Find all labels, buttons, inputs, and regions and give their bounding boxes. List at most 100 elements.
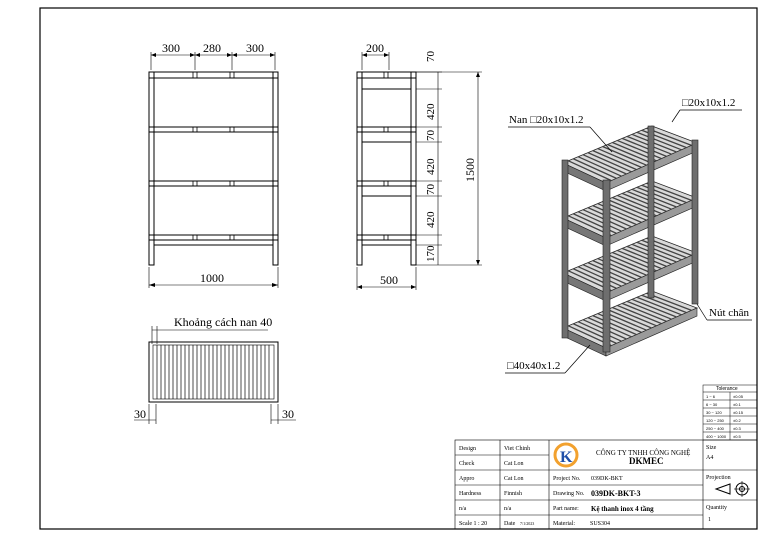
quantity-value: 1 bbox=[708, 517, 711, 523]
title-block bbox=[454, 439, 758, 530]
drawing-label: Drawing No. bbox=[553, 491, 585, 497]
tolerance-value: ±0.2 bbox=[733, 418, 742, 423]
iso-slat bbox=[636, 186, 682, 206]
iso-shelf bbox=[562, 125, 699, 192]
iso-slat bbox=[592, 260, 637, 281]
project-value: 039DK-BKT bbox=[591, 476, 623, 482]
plan-slats bbox=[156, 345, 270, 399]
iso-slat bbox=[621, 192, 667, 213]
na-1: n/a bbox=[459, 506, 467, 512]
dim-front-280: 280 bbox=[203, 41, 221, 55]
plan-view bbox=[134, 326, 296, 424]
tolerance-value: ±0.05 bbox=[733, 394, 744, 399]
part-value: Kệ thanh inox 4 tầng bbox=[591, 505, 654, 513]
check-value: Cat Lon bbox=[504, 461, 524, 467]
iso-slat bbox=[621, 247, 667, 268]
company-line2: DKMEC bbox=[629, 456, 664, 466]
drawing-value: 039DK-BKT-3 bbox=[591, 489, 641, 498]
dim-front-300-right: 300 bbox=[246, 41, 264, 55]
tolerance-table bbox=[702, 384, 758, 441]
iso-slat bbox=[636, 131, 682, 151]
check-label: Check bbox=[459, 461, 474, 467]
dkmec-logo-icon: K bbox=[553, 442, 579, 468]
iso-slat bbox=[607, 198, 652, 219]
dim-side-70-b: 70 bbox=[425, 130, 437, 142]
date-label: Date bbox=[504, 521, 516, 527]
design-value: Viet Chinh bbox=[504, 446, 530, 452]
tolerance-range: 120 ~ 250 bbox=[706, 418, 725, 423]
dim-side-70-c: 70 bbox=[425, 184, 437, 196]
projection-label: Projection bbox=[706, 475, 731, 481]
callout-frame: □20x10x1.2 bbox=[682, 97, 735, 109]
hardness-label: Hardness bbox=[459, 491, 482, 497]
na-2: n/a bbox=[504, 506, 512, 512]
tolerance-range: 30 ~ 120 bbox=[706, 410, 722, 415]
iso-slat bbox=[582, 154, 627, 175]
iso-posts bbox=[561, 125, 699, 353]
iso-slat bbox=[568, 160, 612, 182]
dim-side-70-a: 70 bbox=[425, 51, 437, 63]
iso-shelf bbox=[562, 180, 699, 247]
tolerance-value: ±0.5 bbox=[733, 434, 742, 439]
size-label: Size bbox=[706, 445, 717, 451]
dim-side-420-b: 420 bbox=[425, 158, 437, 175]
iso-shelf bbox=[562, 235, 699, 302]
iso-slat bbox=[621, 302, 667, 323]
iso-slat bbox=[592, 205, 637, 226]
dim-plan-30-left: 30 bbox=[134, 407, 146, 421]
dim-side-depth: 500 bbox=[380, 273, 398, 287]
iso-shelf bbox=[562, 290, 699, 357]
iso-leaders bbox=[505, 109, 752, 374]
tolerance-title: Tolerance bbox=[716, 386, 738, 392]
iso-slat bbox=[631, 298, 677, 318]
iso-slat bbox=[577, 321, 622, 342]
company-line1: CÔNG TY TNHH CÔNG NGHỆ bbox=[596, 449, 690, 457]
iso-slat bbox=[577, 211, 622, 232]
iso-slat bbox=[592, 150, 637, 171]
svg-text:K: K bbox=[560, 449, 573, 466]
projection-symbol-icon bbox=[714, 481, 750, 497]
iso-slat bbox=[587, 152, 632, 173]
quantity-label: Quantity bbox=[706, 505, 727, 511]
date-value: 7/1/2023 bbox=[520, 521, 534, 526]
iso-slat bbox=[607, 308, 652, 329]
iso-slat bbox=[636, 241, 682, 261]
iso-slat bbox=[636, 296, 682, 316]
callout-slat: Nan □20x10x1.2 bbox=[509, 114, 583, 126]
appro-value: Cat Lon bbox=[504, 476, 524, 482]
dim-side-420-a: 420 bbox=[425, 103, 437, 120]
side-vertical-dims: 70 420 70 420 70 420 170 1500 bbox=[425, 51, 477, 263]
project-label: Project No. bbox=[553, 476, 581, 482]
title-block-text: Design Viet Chinh Check Cat Lon Apprо Ca… bbox=[459, 445, 731, 527]
dim-front-width: 1000 bbox=[200, 271, 224, 285]
iso-slat bbox=[617, 304, 662, 325]
iso-slat bbox=[626, 300, 672, 320]
appro-label: Apprо bbox=[459, 476, 474, 482]
callout-post: □40x40x1.2 bbox=[507, 360, 560, 372]
tolerance-range: 1 ~ 6 bbox=[706, 394, 716, 399]
dim-side-total: 1500 bbox=[463, 158, 477, 182]
iso-slat bbox=[597, 147, 642, 168]
tolerance-range: 250 ~ 400 bbox=[706, 426, 725, 431]
material-value: SUS304 bbox=[590, 521, 610, 527]
sheet-border bbox=[39, 7, 758, 530]
tolerance-value: ±0.1 bbox=[733, 402, 742, 407]
front-arrows bbox=[149, 53, 278, 287]
side-view bbox=[356, 52, 482, 290]
dim-side-200: 200 bbox=[366, 41, 384, 55]
design-label: Design bbox=[459, 446, 476, 452]
tolerance-value: ±0.3 bbox=[733, 426, 742, 431]
size-value: A4 bbox=[706, 455, 713, 461]
isometric-view bbox=[505, 109, 752, 374]
iso-slat bbox=[577, 266, 622, 287]
dim-side-170: 170 bbox=[425, 245, 437, 262]
hardness-value: Finnish bbox=[504, 491, 522, 497]
tolerance-range: 400 ~ 1000 bbox=[706, 434, 727, 439]
iso-slat bbox=[607, 253, 652, 274]
iso-shelves bbox=[562, 125, 699, 357]
iso-slat bbox=[572, 158, 617, 179]
tolerance-range: 6 ~ 30 bbox=[706, 402, 718, 407]
